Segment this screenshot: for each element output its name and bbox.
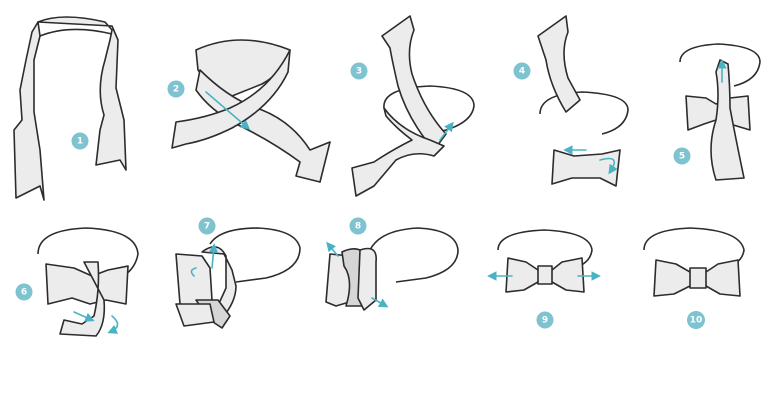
step-10-illustration xyxy=(643,227,745,297)
step-badge-3: 3 xyxy=(350,62,368,80)
step-6-illustration xyxy=(37,227,139,337)
step-number-3: 3 xyxy=(356,67,362,77)
step-3-illustration xyxy=(351,15,475,197)
step-number-10: 10 xyxy=(690,316,703,326)
step-9-illustration xyxy=(487,229,601,293)
step-4-illustration xyxy=(537,15,629,187)
step-badge-9: 9 xyxy=(536,311,554,329)
step-number-2: 2 xyxy=(173,85,179,95)
step-1-illustration xyxy=(13,16,127,201)
step-badge-1: 1 xyxy=(71,132,89,150)
step-badge-8: 8 xyxy=(349,217,367,235)
step-badge-5: 5 xyxy=(673,147,691,165)
step-number-5: 5 xyxy=(679,152,685,162)
step-number-1: 1 xyxy=(77,137,83,147)
step-8-illustration xyxy=(325,227,459,311)
step-number-4: 4 xyxy=(519,67,525,77)
step-badge-4: 4 xyxy=(513,62,531,80)
step-number-7: 7 xyxy=(204,222,210,232)
step-badge-6: 6 xyxy=(15,283,33,301)
step-7-illustration xyxy=(175,227,301,329)
step-badge-10: 10 xyxy=(687,311,705,329)
step-badge-2: 2 xyxy=(167,80,185,98)
step-badge-7: 7 xyxy=(198,217,216,235)
step-number-9: 9 xyxy=(542,316,548,326)
step-number-6: 6 xyxy=(21,288,27,298)
step-5-illustration xyxy=(679,43,761,181)
step-2-illustration xyxy=(171,39,331,183)
step-number-8: 8 xyxy=(355,222,361,232)
